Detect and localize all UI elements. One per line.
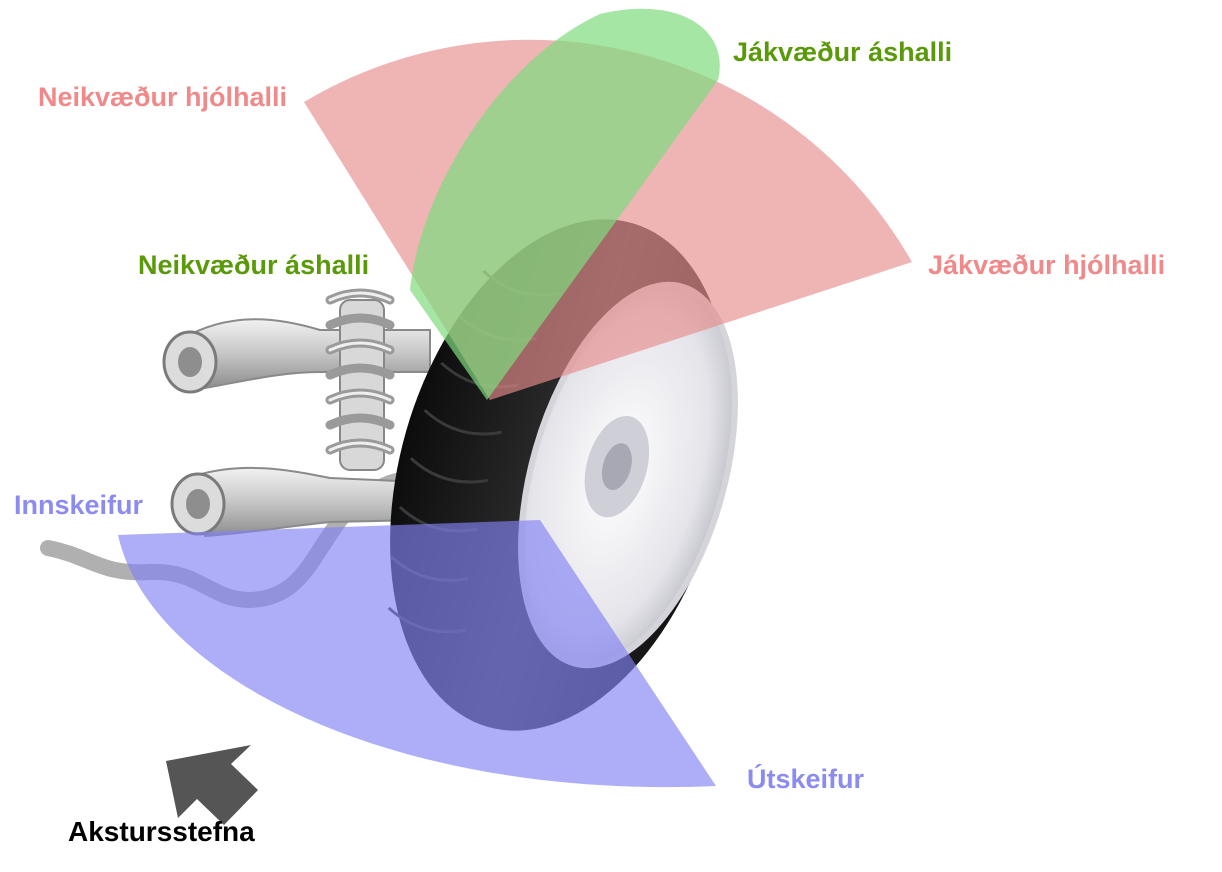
driving-direction-label: Akstursstefna bbox=[68, 818, 255, 846]
driving-direction-arrow bbox=[166, 745, 258, 825]
positive-caster-label: Jákvæður áshalli bbox=[733, 39, 952, 66]
toe-in-label: Innskeifur bbox=[14, 492, 143, 519]
negative-camber-label: Neikvæður hjólhalli bbox=[38, 84, 287, 111]
toe-out-label: Útskeifur bbox=[747, 766, 864, 793]
upper-control-arm bbox=[164, 319, 430, 392]
negative-caster-label: Neikvæður áshalli bbox=[138, 252, 369, 279]
coil-spring bbox=[330, 293, 390, 470]
positive-camber-label: Jákvæður hjólhalli bbox=[928, 252, 1165, 279]
